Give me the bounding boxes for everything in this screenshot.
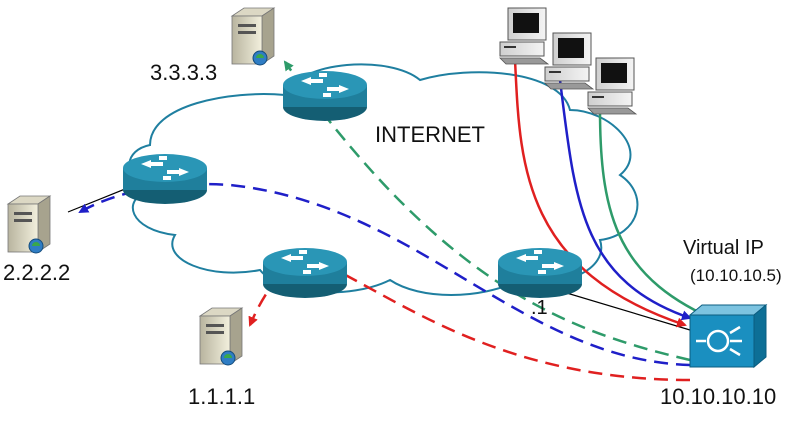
server-icon (230, 7, 276, 66)
virtual-ip-address: (10.10.10.5) (690, 266, 782, 285)
flow-blue-client-to-lb (558, 79, 692, 321)
internet-label: INTERNET (375, 122, 485, 147)
desktop-computer-icon (499, 7, 550, 65)
router-icon (123, 154, 207, 204)
server-2-address: 2.2.2.2 (3, 260, 71, 285)
flow-red-client-to-lb (513, 59, 687, 328)
desktop-computer-icon (544, 32, 595, 90)
flow-green-client-to-lb (598, 109, 722, 324)
router-interface-label: .1 (531, 297, 548, 319)
router-icon (263, 248, 347, 298)
internet-cloud (128, 63, 639, 296)
virtual-ip-title: Virtual IP (683, 237, 764, 259)
load-balancer-address: 10.10.10.10 (660, 384, 777, 409)
router-icon (498, 248, 582, 298)
server-icon (198, 307, 244, 366)
flow-green-dashed-to-server-3 (283, 60, 691, 362)
desktop-computer-icon (587, 57, 638, 115)
router-icon (283, 71, 367, 121)
server-icon (6, 195, 52, 254)
server-1-address: 1.1.1.1 (188, 384, 256, 409)
load-balancer-icon (688, 303, 768, 369)
server-3-address: 3.3.3.3 (150, 60, 218, 85)
